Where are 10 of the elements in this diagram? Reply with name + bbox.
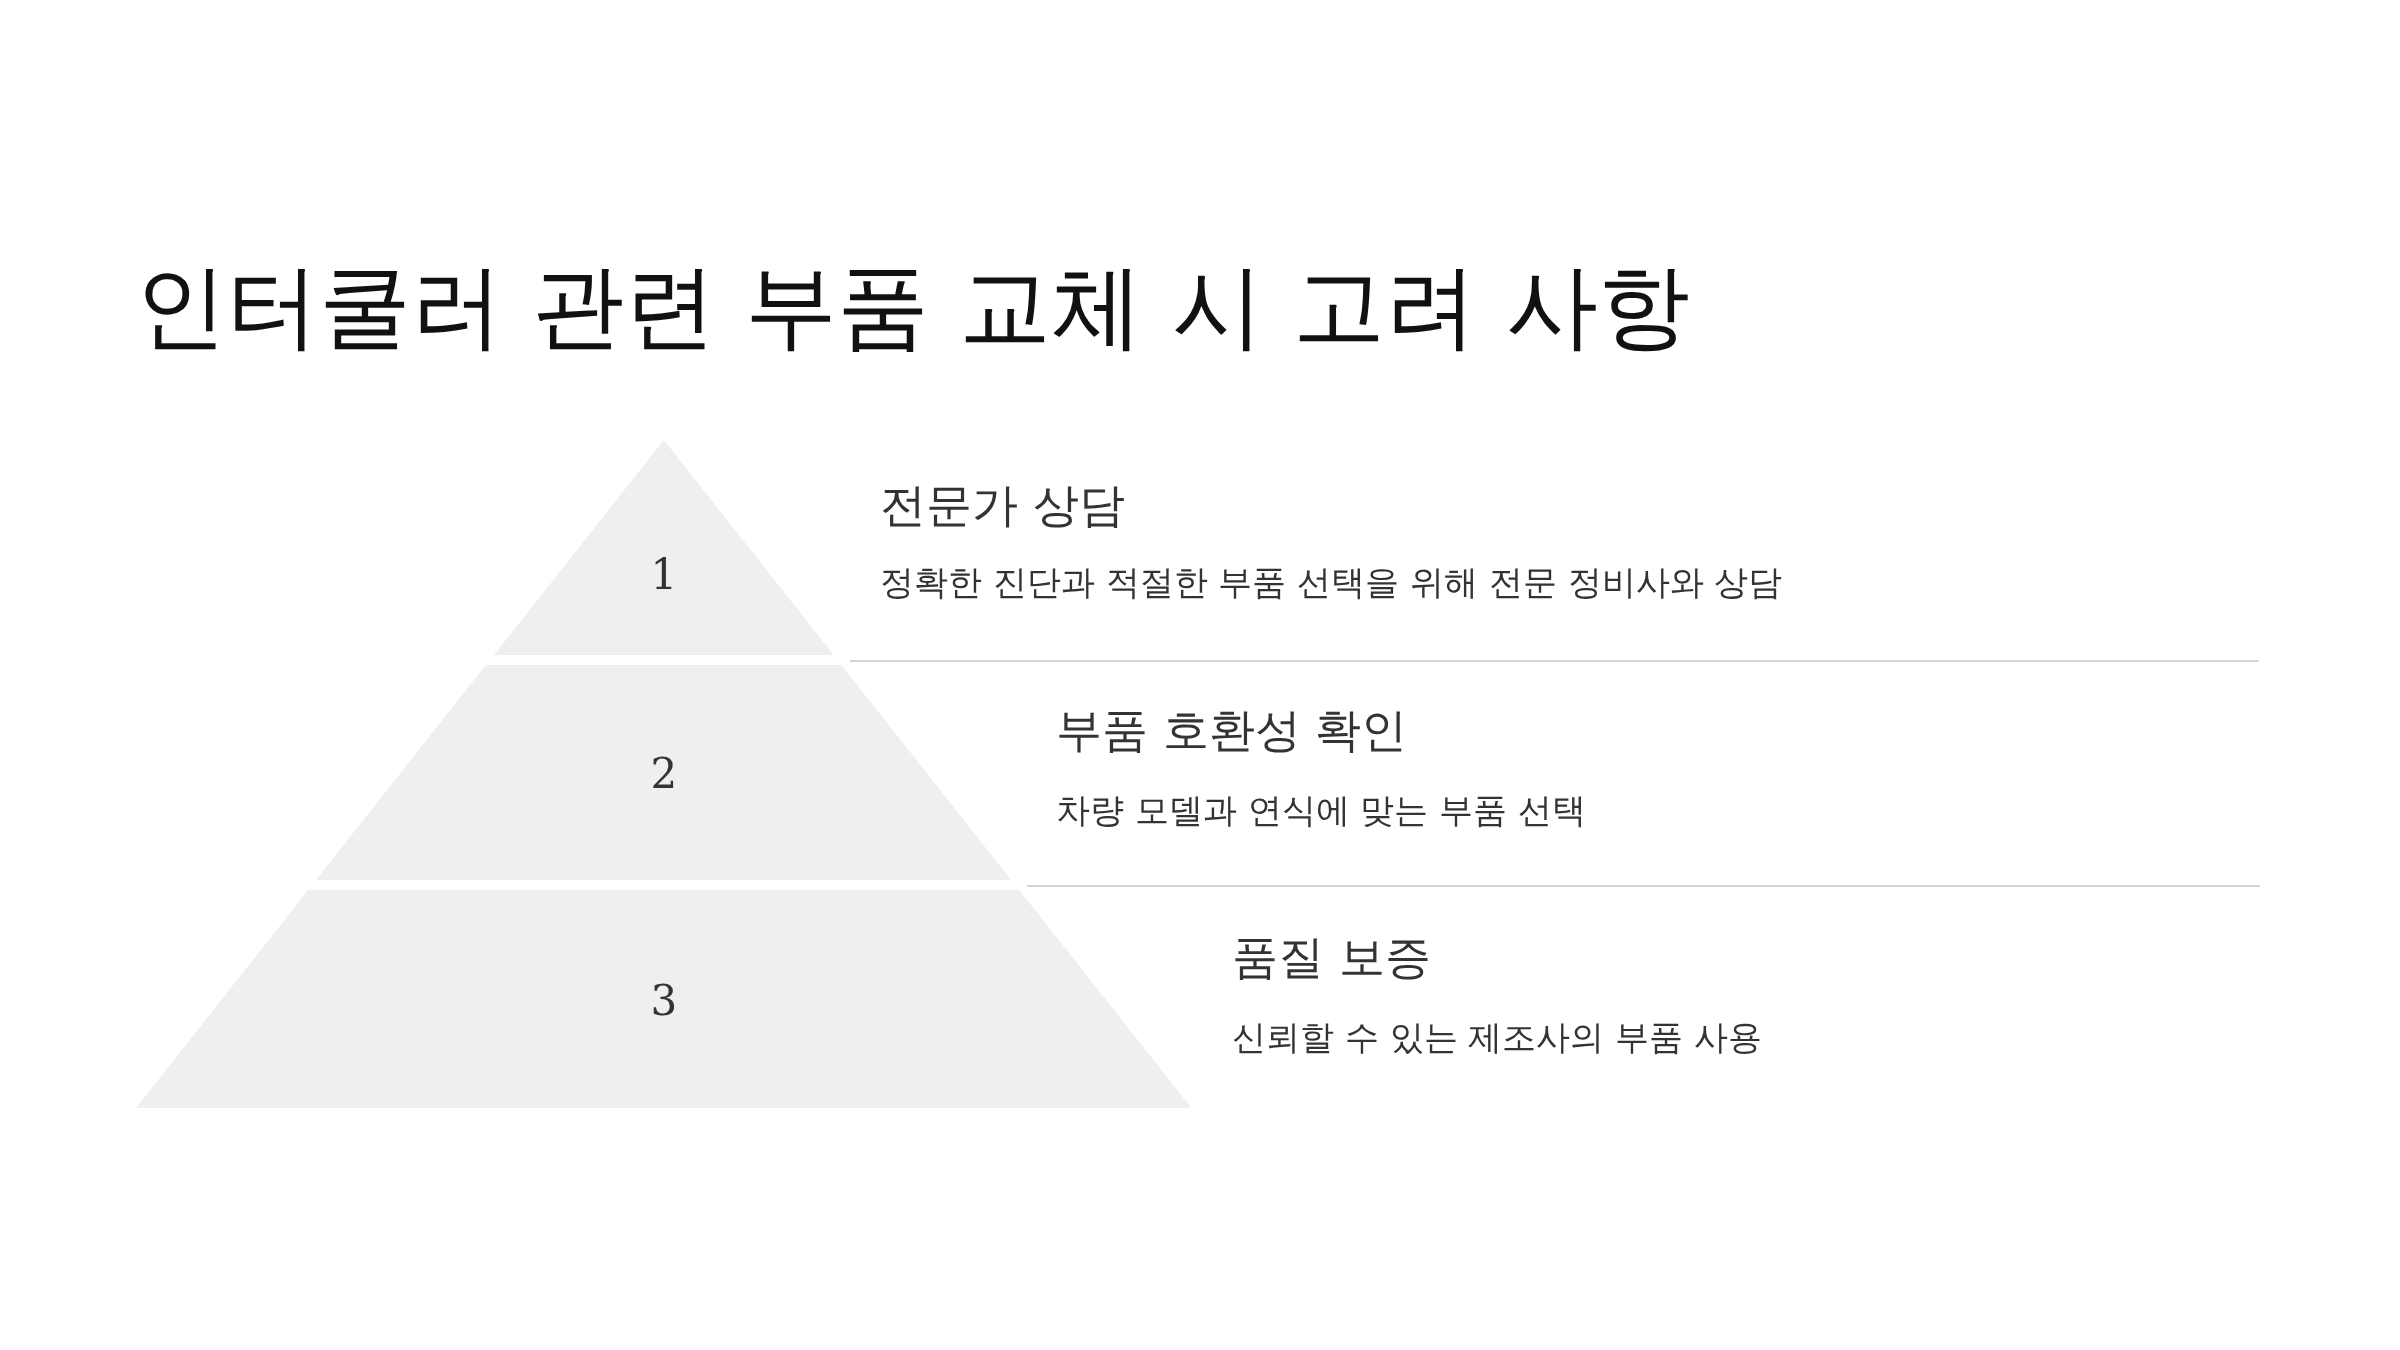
- tier-number: 2: [649, 748, 679, 798]
- step-description: 정확한 진단과 적절한 부품 선택을 위해 전문 정비사와 상담: [880, 561, 1783, 604]
- step-description: 차량 모델과 연식에 맞는 부품 선택: [1056, 789, 1587, 832]
- tier-number: 3: [649, 975, 679, 1025]
- step-description: 신뢰할 수 있는 제조사의 부품 사용: [1232, 1016, 1763, 1059]
- step-heading: 품질 보증: [1232, 929, 1431, 986]
- tier-number: 1: [649, 549, 679, 599]
- step-heading: 전문가 상담: [880, 477, 1125, 534]
- step-heading: 부품 호환성 확인: [1056, 702, 1408, 759]
- title: 인터쿨러 관련 부품 교체 시 고려 사항: [135, 252, 1691, 362]
